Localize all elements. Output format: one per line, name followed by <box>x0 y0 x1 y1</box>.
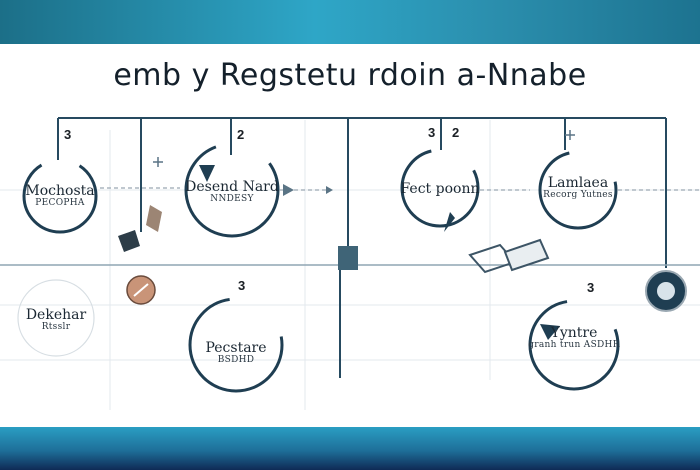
sparkle-icon <box>565 130 575 140</box>
node-label-7-main: Yyntre <box>550 325 598 341</box>
square-marker <box>338 246 358 270</box>
node-circle-2 <box>184 142 280 238</box>
top-banner <box>0 0 700 44</box>
node-label-1-main: Mochosta <box>25 183 95 199</box>
diagram-title: emb y Regstetu rdoin a-Nnabe <box>113 58 587 93</box>
node-label-7-sub: granh trun ASDHR <box>528 340 620 351</box>
node-label-7: Yyntre granh trun ASDHR <box>524 325 624 351</box>
arrow-head <box>283 184 294 196</box>
node-circle-7 <box>528 299 620 391</box>
node-label-4-main: Lamlaea <box>547 175 609 191</box>
hand-icon <box>503 238 550 272</box>
number-label: 2 <box>237 127 245 142</box>
sparkle-icon-2 <box>153 157 163 167</box>
node-label-6-main: Pecstare <box>205 340 267 356</box>
camera-icon <box>118 230 140 252</box>
node-circle-3 <box>400 148 480 228</box>
node-circle-6 <box>188 297 284 393</box>
number-label: 3 <box>428 125 436 140</box>
badge-slash <box>133 283 149 297</box>
node-circle-1 <box>22 158 98 234</box>
number-label: 3 <box>238 278 246 293</box>
node-circles <box>17 142 620 393</box>
number-label: 3 <box>64 127 72 142</box>
node-label-6: Pecstare BSDHD <box>186 340 286 366</box>
node-label-4-sub: Recorg Yutnes <box>543 190 613 201</box>
number-label: 2 <box>452 125 460 140</box>
pointer-mark <box>444 212 455 232</box>
node-label-6-sub: BSDHD <box>217 355 255 366</box>
node-circle-5 <box>17 279 95 357</box>
node-label-5-sub: Rtsslr <box>41 322 71 333</box>
node-label-2-main: Desend Nard <box>185 179 279 195</box>
globe-inner <box>657 282 675 300</box>
node-label-2-sub: NNDESY <box>210 194 254 205</box>
node-label-3: Fect poonn <box>390 181 490 197</box>
node-label-2: Desend Nard NNDESY <box>182 179 282 205</box>
flag-mark <box>199 165 215 182</box>
flag-mark-2 <box>540 324 560 340</box>
bottom-banner <box>0 427 700 470</box>
node-label-4: Lamlaea Recorg Yutnes <box>528 175 628 201</box>
node-label-3-main: Fect poonn <box>400 181 480 197</box>
number-label: 3 <box>587 280 595 295</box>
node-label-1: Mochosta PECOPHA <box>18 183 102 209</box>
arrow-head <box>326 186 333 194</box>
node-circle-4 <box>538 150 618 230</box>
node-label-5: Dekehar Rtsslr <box>14 307 98 333</box>
tool-icon <box>146 205 162 232</box>
node-label-5-main: Dekehar <box>25 307 87 323</box>
node-label-1-sub: PECOPHA <box>35 198 85 209</box>
